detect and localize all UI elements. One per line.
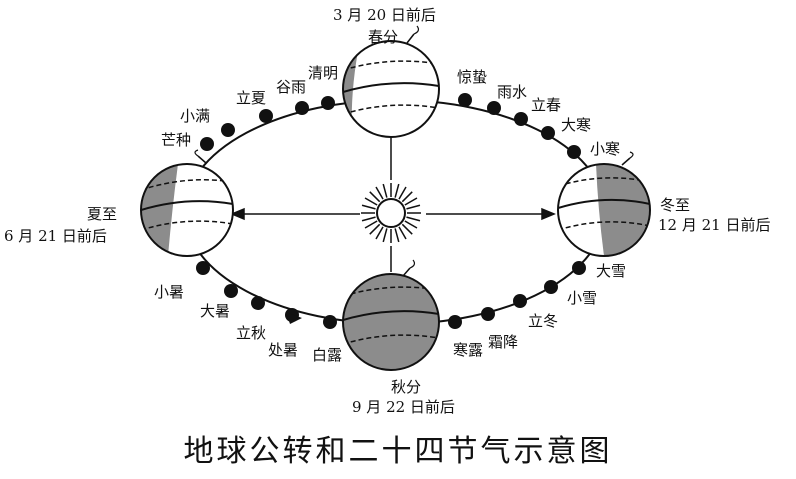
term-lixia: 立夏 [236, 89, 266, 107]
term-xiazhi: 夏至 [87, 205, 117, 223]
term-daxue: 大雪 [596, 262, 626, 280]
term-liqiu: 立秋 [236, 324, 266, 342]
term-xiaohan: 小寒 [590, 140, 620, 158]
dot-lidong [513, 294, 527, 308]
dot-dashu [224, 284, 238, 298]
dot-xiaoxue [544, 280, 558, 294]
dot-yushui [487, 101, 501, 115]
term-yushui: 雨水 [497, 83, 527, 101]
term-mangzhong: 芒种 [161, 131, 191, 149]
dot-lixia [259, 109, 273, 123]
earth-spring-equinox [342, 25, 440, 138]
date-autumn-equinox: 9 月 22 日前后 [352, 398, 455, 416]
dot-jingzhe [458, 93, 472, 107]
dot-xiaohan [567, 145, 581, 159]
dot-qingming [321, 96, 335, 110]
term-dahan: 大寒 [561, 116, 591, 134]
term-shuangjiang: 霜降 [488, 333, 518, 351]
dot-guyu [295, 101, 309, 115]
term-xiaoxue: 小雪 [567, 289, 597, 307]
dot-liqiu [251, 296, 265, 310]
term-guyu: 谷雨 [276, 78, 306, 96]
dot-hanlu [448, 315, 462, 329]
date-spring-equinox: 3 月 20 日前后 [333, 6, 436, 24]
dot-daxue [572, 261, 586, 275]
term-dongzhi: 冬至 [660, 196, 690, 214]
date-summer-solstice: 6 月 21 日前后 [4, 227, 107, 245]
term-chunfen: 春分 [368, 28, 398, 46]
date-winter-solstice: 12 月 21 日前后 [658, 216, 770, 234]
term-qingming: 清明 [308, 64, 338, 82]
term-dashu: 大暑 [200, 302, 230, 320]
term-bailu: 白露 [312, 346, 342, 364]
orbit-direction-arrow [286, 312, 302, 324]
dot-bailu [323, 315, 337, 329]
dot-xiaoshu [196, 261, 210, 275]
term-hanlu: 寒露 [453, 341, 483, 359]
term-chushu: 处暑 [268, 341, 298, 359]
earth-autumn-equinox [342, 259, 440, 371]
term-xiaoman: 小满 [180, 107, 210, 125]
term-lidong: 立冬 [528, 312, 558, 330]
dot-lichun [514, 112, 528, 126]
earth-summer-solstice [140, 149, 234, 257]
term-xiaoshu: 小暑 [154, 283, 184, 301]
dot-shuangjiang [481, 307, 495, 321]
dot-dahan [541, 126, 555, 140]
term-lichun: 立春 [531, 96, 561, 114]
dot-xiaoman [221, 123, 235, 137]
sun-icon [361, 183, 421, 243]
term-jingzhe: 惊蛰 [457, 68, 487, 86]
earth-winter-solstice [557, 151, 651, 257]
term-qiufen: 秋分 [391, 378, 421, 396]
diagram-title: 地球公转和二十四节气示意图 [183, 434, 613, 469]
dot-mangzhong [200, 137, 214, 151]
